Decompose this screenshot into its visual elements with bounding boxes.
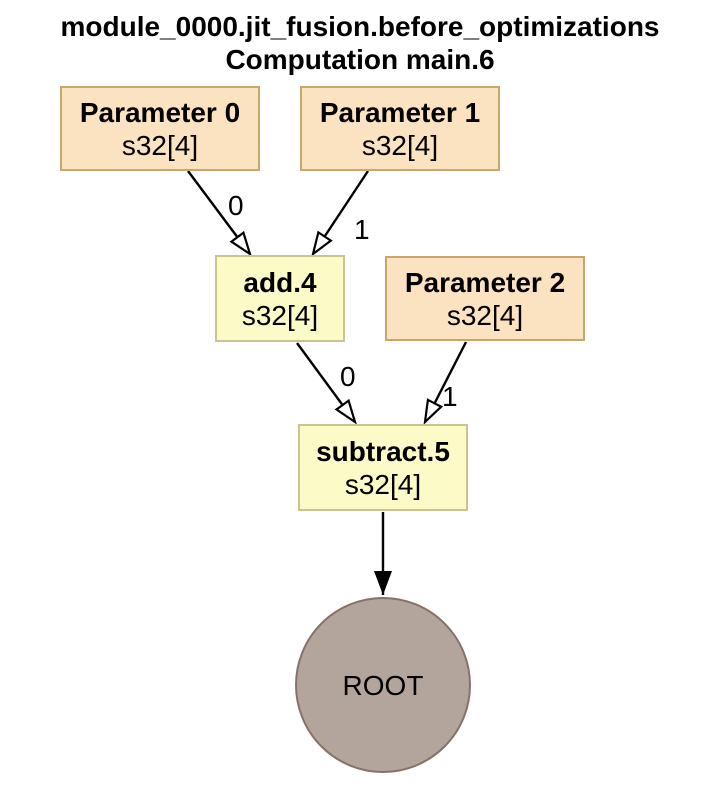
node-parameter-1: Parameter 1 s32[4] — [300, 86, 500, 171]
edge-param0-to-add4 — [187, 170, 250, 254]
edge-add4-to-subtract5 — [296, 342, 355, 422]
edge-param1-to-add4 — [313, 170, 370, 254]
node-add-4-label: add.4 — [243, 266, 317, 298]
edge-label-param2-to-subtract5: 1 — [442, 381, 458, 412]
node-parameter-1-label: Parameter 1 — [319, 96, 481, 128]
node-parameter-0: Parameter 0 s32[4] — [60, 86, 260, 171]
node-parameter-2-dtype: s32[4] — [446, 299, 524, 331]
node-root: ROOT — [295, 597, 471, 773]
edge-label-add4-to-subtract5: 0 — [340, 361, 356, 392]
node-parameter-0-label: Parameter 0 — [79, 96, 241, 128]
edge-label-param1-to-add4: 1 — [354, 214, 370, 245]
node-add-4: add.4 s32[4] — [215, 255, 345, 342]
node-subtract-5-dtype: s32[4] — [344, 468, 422, 500]
node-parameter-1-dtype: s32[4] — [361, 129, 439, 161]
graph-title-line2: Computation main.6 — [225, 44, 495, 75]
node-add-4-dtype: s32[4] — [241, 299, 319, 331]
graph-title-line1: module_0000.jit_fusion.before_optimizati… — [60, 11, 660, 42]
node-parameter-2-label: Parameter 2 — [404, 266, 566, 298]
node-subtract-5: subtract.5 s32[4] — [298, 424, 468, 511]
node-root-label: ROOT — [342, 669, 424, 701]
node-parameter-2: Parameter 2 s32[4] — [385, 256, 585, 341]
edge-label-param0-to-add4: 0 — [228, 190, 244, 221]
node-parameter-0-dtype: s32[4] — [121, 129, 199, 161]
node-subtract-5-label: subtract.5 — [316, 435, 450, 467]
graph-title: module_0000.jit_fusion.before_optimizati… — [0, 10, 720, 76]
edge-param2-to-subtract5 — [425, 341, 468, 422]
